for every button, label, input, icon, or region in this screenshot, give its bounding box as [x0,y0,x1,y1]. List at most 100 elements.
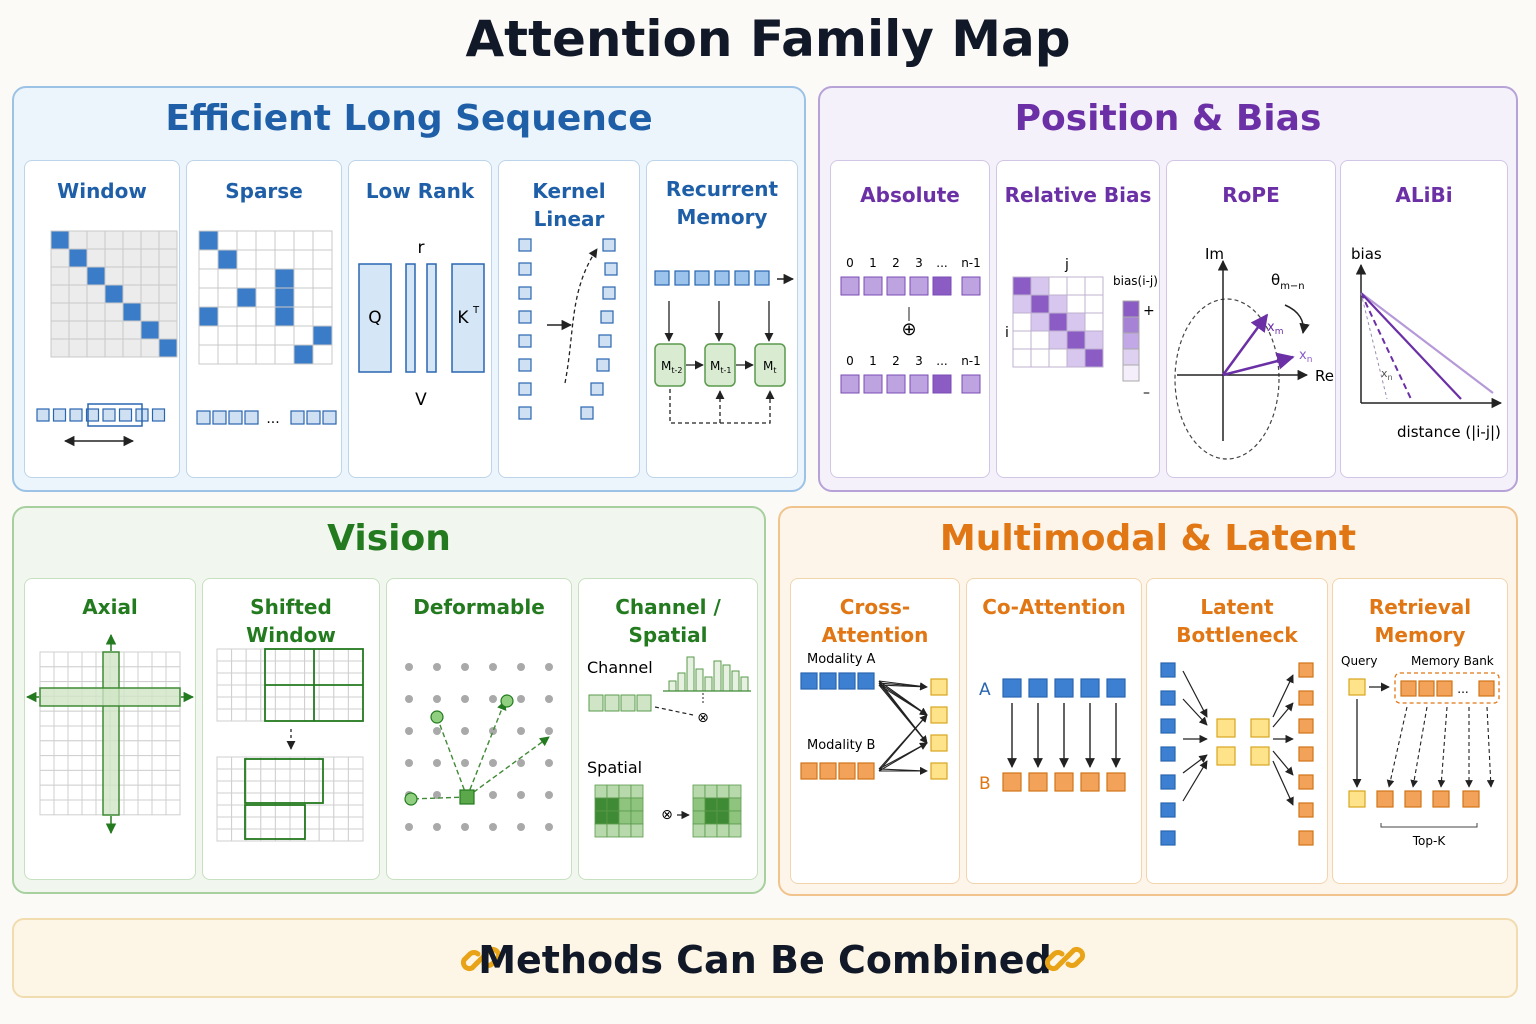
deformable-attention-diagram [404,663,553,831]
position-embedding [863,276,883,296]
matrix-cell [274,287,295,308]
matrix-cell [104,284,124,304]
card-title: Low Rank [365,179,475,203]
svg-text:Modality A: Modality A [807,652,876,667]
matrix-cell [122,302,142,322]
grid-point [517,695,525,703]
svg-text:Mt-2: Mt-2 [661,359,682,375]
svg-text:A: A [979,680,991,700]
grid-cell [260,708,276,722]
map-cell [692,784,706,799]
kernel-linear-diagram [518,238,618,420]
grid-cell [274,684,291,698]
matrix-cell [1030,312,1050,332]
grid-point [517,759,525,767]
map-cell [594,810,608,825]
latent-token [1250,746,1270,766]
token [819,762,837,780]
token-embedding [840,374,860,394]
grid-cell [231,756,247,770]
grid-cell [274,708,291,722]
card-alibi: ALiBi bias xn distance (|i-j|) [1340,160,1508,478]
svg-text:B: B [979,774,991,794]
position-index: 3 [915,256,923,270]
grid-cell [67,666,83,683]
svg-text:...: ... [1457,682,1468,696]
map-cell [606,784,620,799]
matrix-cell [50,248,70,268]
map-cell [728,784,742,799]
grid-cell [123,710,139,727]
sampling-point [500,694,514,708]
grid-cell [231,648,247,662]
grid-point [405,695,413,703]
query-point [459,789,475,805]
grid-cell [231,816,247,830]
query-token [1348,790,1366,808]
matrix-cell [122,284,142,304]
card-title: Window [57,179,147,203]
add-icon: ⊕ [901,319,916,340]
grid-cell [304,828,320,842]
token [1002,678,1022,698]
token [838,762,856,780]
grid-cell [81,710,97,727]
grid-cell [304,648,320,662]
matrix-cell [198,344,219,365]
grid-cell [333,660,349,674]
grid-cell [231,660,247,674]
token [322,410,337,425]
card-co-attention: Co-Attention A B [966,578,1142,884]
matrix-cell [50,230,70,250]
grid-cell [333,792,349,806]
grid-cell [67,784,83,801]
scale-cell [1122,364,1140,382]
position-index: 3 [915,354,923,368]
spatial-map-input [594,784,644,838]
token [580,406,594,420]
token [102,408,116,422]
map-cell [618,823,632,838]
grid-cell [260,696,276,710]
matrix-cell [68,248,88,268]
grid-cell [333,708,349,722]
token [1298,690,1314,706]
matrix-cell [217,249,238,270]
matrix-cell [293,249,314,270]
matrix-cell [236,268,257,289]
grid-cell [231,684,247,698]
scale-cell [1122,348,1140,366]
retrieved-token [1462,790,1480,808]
matrix-cell [86,248,106,268]
output-tokens [930,678,948,780]
matrix-cell [1048,294,1068,314]
grid-cell [289,708,306,722]
grid-cell [333,828,349,842]
matrix-cell [1084,330,1104,350]
token [1054,772,1074,792]
card-latent-bottleneck: Latent Bottleneck [1146,578,1328,884]
matrix-cell [274,325,295,346]
matrix-cell [236,344,257,365]
matrix-cell [50,302,70,322]
svg-text:i: i [1005,325,1009,341]
matrix-cell [255,325,276,346]
grid-cell [289,684,306,698]
memory-bank [1394,672,1500,704]
feature-map-arrow [564,248,598,384]
token [1298,830,1314,846]
grid-cell [245,708,262,722]
grid-cell [67,740,83,757]
grid-cell [260,804,276,818]
scale-cell [1122,300,1140,318]
grid-cell [39,725,55,742]
matrix-cell [255,344,276,365]
grid-cell [123,740,139,757]
channel-tokens [588,694,652,712]
grid-cell [39,666,55,683]
map-cell [606,823,620,838]
map-cell [704,784,718,799]
sampling-point [430,710,444,724]
card-kernel-linear: Kernel Linear [498,160,640,478]
grid-point [433,663,441,671]
